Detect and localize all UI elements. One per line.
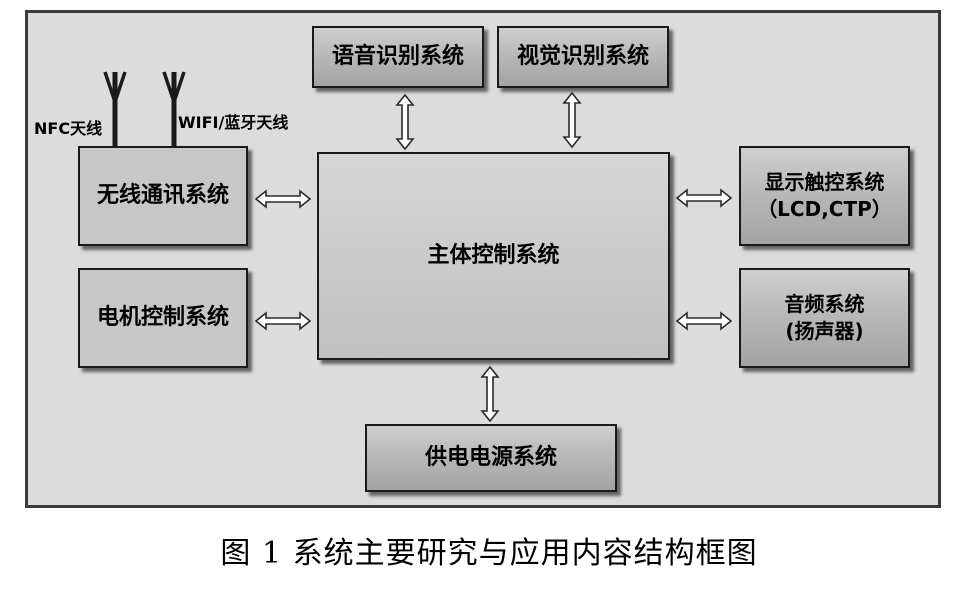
wireless-comm-block: 无线通讯系统 [78,146,248,246]
arrow-wireless-main [255,190,311,208]
display-touch-block: 显示触控系统 （LCD,CTP） [739,146,910,246]
vision-recognition-label: 视觉识别系统 [516,44,649,70]
motor-control-block: 电机控制系统 [78,268,248,368]
voice-recognition-label: 语音识别系统 [331,44,464,70]
audio-label: 音频系统 [784,292,865,316]
audio-sublabel: (扬声器) [785,319,864,343]
arrow-vision-main [563,92,581,148]
power-supply-block: 供电电源系统 [365,424,617,492]
nfc-antenna-label: NFC天线 [34,119,103,138]
arrow-motor-main [255,312,311,330]
vision-recognition-block: 视觉识别系统 [497,26,669,88]
arrow-main-display [676,189,732,207]
display-touch-label: 显示触控系统 [764,170,885,194]
figure-caption: 图 1 系统主要研究与应用内容结构框图 [220,536,758,571]
nfc-antenna-icon [103,71,127,146]
motor-control-label: 电机控制系统 [96,305,229,331]
arrow-voice-main [396,94,414,150]
wifi-antenna-label: WIFI/蓝牙天线 [178,113,289,132]
arrow-main-audio [676,312,732,330]
wifi-antenna-icon [162,71,186,146]
main-control-block: 主体控制系统 [317,152,670,360]
display-touch-sublabel: （LCD,CTP） [757,197,892,221]
power-supply-label: 供电电源系统 [424,445,557,471]
main-control-label: 主体控制系统 [427,243,560,269]
voice-recognition-block: 语音识别系统 [312,26,484,88]
wireless-comm-label: 无线通讯系统 [96,183,229,209]
arrow-main-power [481,366,499,422]
audio-block: 音频系统 (扬声器) [739,268,910,368]
